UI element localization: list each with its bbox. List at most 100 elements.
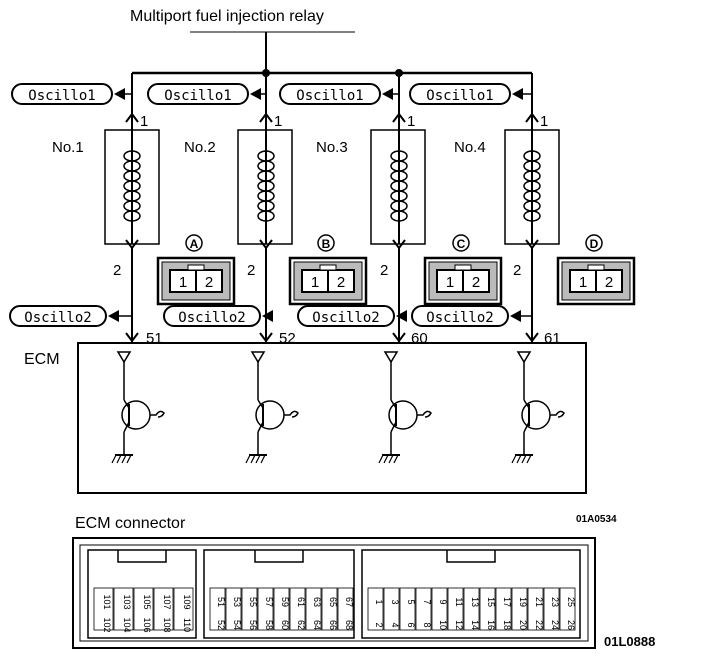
connector-pin-label: 67 xyxy=(344,597,354,607)
ecm-label: ECM xyxy=(24,351,60,368)
transistor-icon xyxy=(245,351,299,464)
oscillo2-label: Oscillo2 xyxy=(178,310,245,326)
connector-pin-label: 14 xyxy=(470,620,480,630)
connector-pin-label: 102 xyxy=(102,617,112,632)
arrow-icon xyxy=(114,88,125,100)
connector-pin-label: 63 xyxy=(312,597,322,607)
connector-letter: D xyxy=(590,237,599,251)
arrow-icon xyxy=(250,88,261,100)
pin-1-label: 1 xyxy=(140,113,148,130)
connector-pin-label: 56 xyxy=(248,620,258,630)
ecm-terminal-number: 51 xyxy=(146,330,163,347)
oscillo1-label: Oscillo1 xyxy=(164,88,231,104)
connector-block-3: 1234567891011121314151617181920212223242… xyxy=(361,549,581,639)
connector-pin-2: 2 xyxy=(337,274,345,291)
oscillo1-pill xyxy=(279,83,381,105)
transistor-icon xyxy=(511,351,565,464)
ecm-terminal-number: 60 xyxy=(411,330,428,347)
connector-pin-label: 24 xyxy=(550,620,560,630)
relay-title: Multiport fuel injection relay xyxy=(130,8,324,25)
connector-pin-label: 7 xyxy=(422,599,432,604)
connector-pin-label: 6 xyxy=(406,622,416,627)
connector-pin-label: 9 xyxy=(438,599,448,604)
connector-pin-label: 103 xyxy=(122,594,132,609)
connector-letter-icon xyxy=(585,234,603,252)
connector-pin-label: 25 xyxy=(566,597,576,607)
ecm-terminal-number: 61 xyxy=(544,330,561,347)
arrow-icon xyxy=(510,310,521,322)
connector-pin-label: 19 xyxy=(518,597,528,607)
injector-name: No.3 xyxy=(316,139,348,156)
figure-code-1: 01A0534 xyxy=(576,514,617,525)
connector-pin-label: 12 xyxy=(454,620,464,630)
connector-pin-label: 107 xyxy=(162,594,172,609)
oscillo2-label: Oscillo2 xyxy=(426,310,493,326)
ecm-connector: 1011021031041051061071081091105152535455… xyxy=(72,537,596,649)
connector-pin-label: 20 xyxy=(518,620,528,630)
ecm-terminal-number: 52 xyxy=(279,330,296,347)
pin-2-label: 2 xyxy=(113,262,121,279)
connector-pin-1: 1 xyxy=(311,274,319,291)
connector-pin-label: 22 xyxy=(534,620,544,630)
oscillo1-label: Oscillo1 xyxy=(296,88,363,104)
pin-1-label: 1 xyxy=(407,113,415,130)
connector-pin-label: 4 xyxy=(390,622,400,627)
connector-pin-label: 2 xyxy=(374,622,384,627)
connector-pin-label: 13 xyxy=(470,597,480,607)
oscillo2-label: Oscillo2 xyxy=(312,310,379,326)
transistor-icon xyxy=(378,351,432,464)
oscillo1-label: Oscillo1 xyxy=(426,88,493,104)
connector-pin-label: 59 xyxy=(280,597,290,607)
oscillo1-pill xyxy=(11,83,113,105)
connector-pin-label: 61 xyxy=(296,597,306,607)
injector-name: No.1 xyxy=(52,139,84,156)
connector-pin-2: 2 xyxy=(472,274,480,291)
pin-1-label: 1 xyxy=(274,113,282,130)
connector-pin-label: 62 xyxy=(296,620,306,630)
connector-pin-2: 2 xyxy=(605,274,613,291)
oscillo2-pill xyxy=(297,305,395,327)
connector-pin-label: 54 xyxy=(232,620,242,630)
connector-pin-1: 1 xyxy=(446,274,454,291)
connector-pin-label: 16 xyxy=(486,620,496,630)
connector-pin-label: 101 xyxy=(102,594,112,609)
oscillo2-pill xyxy=(9,305,107,327)
connector-pin-label: 21 xyxy=(534,597,544,607)
connector-pin-label: 66 xyxy=(328,620,338,630)
transistor-icon xyxy=(111,351,165,464)
connector-pin-label: 23 xyxy=(550,597,560,607)
connector-letter: C xyxy=(457,237,466,251)
connector-pin-label: 57 xyxy=(264,597,274,607)
connector-pin-label: 11 xyxy=(454,597,464,606)
connector-pin-label: 53 xyxy=(232,597,242,607)
arrow-icon xyxy=(512,88,523,100)
connector-pin-label: 55 xyxy=(248,597,258,607)
connector-letter-icon xyxy=(452,234,470,252)
figure-code-2: 01L0888 xyxy=(604,634,655,649)
injector-name: No.2 xyxy=(184,139,216,156)
connector-pin-1: 1 xyxy=(179,274,187,291)
connector-letter: B xyxy=(322,237,331,251)
ecm-box xyxy=(77,342,587,494)
connector-pin-label: 68 xyxy=(344,620,354,630)
pin-1-label: 1 xyxy=(540,113,548,130)
connector-pin-label: 1 xyxy=(374,599,384,604)
connector-pin-label: 51 xyxy=(216,597,226,607)
oscillo2-pill xyxy=(163,305,261,327)
connector-pin-label: 15 xyxy=(486,597,496,607)
connector-pin-label: 65 xyxy=(328,597,338,607)
connector-pin-1: 1 xyxy=(579,274,587,291)
oscillo2-label: Oscillo2 xyxy=(24,310,91,326)
oscillo1-pill xyxy=(147,83,249,105)
connector-pin-label: 26 xyxy=(566,620,576,630)
connector-letter: A xyxy=(190,237,199,251)
connector-pin-label: 5 xyxy=(406,599,416,604)
pin-2-label: 2 xyxy=(247,262,255,279)
connector-pin-label: 60 xyxy=(280,620,290,630)
connector-pin-label: 58 xyxy=(264,620,274,630)
